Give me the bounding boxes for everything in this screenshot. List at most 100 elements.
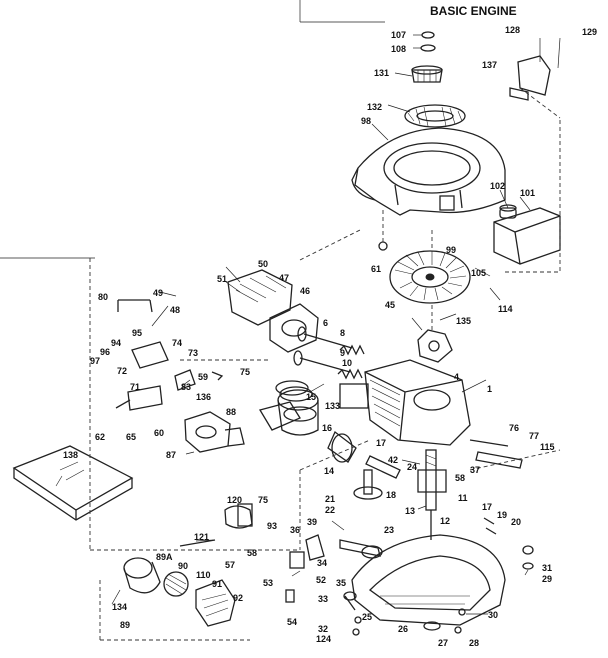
callout: 124 bbox=[316, 634, 331, 644]
callout: 102 bbox=[490, 181, 505, 191]
callout: 14 bbox=[324, 466, 334, 476]
flywheel bbox=[389, 250, 471, 304]
callout: 15 bbox=[306, 392, 316, 402]
callout: 105 bbox=[471, 268, 486, 278]
head-gasket bbox=[269, 303, 319, 353]
callout: 65 bbox=[126, 432, 136, 442]
callout: 36 bbox=[290, 525, 300, 535]
callout: 134 bbox=[112, 602, 127, 612]
callout: 61 bbox=[371, 264, 381, 274]
callout: 21 bbox=[325, 494, 335, 504]
callout: 136 bbox=[196, 392, 211, 402]
callout: 72 bbox=[117, 366, 127, 376]
callout: 13 bbox=[405, 506, 415, 516]
callout: 22 bbox=[325, 505, 335, 515]
callout: 77 bbox=[529, 431, 539, 441]
callout: 121 bbox=[194, 532, 209, 542]
rotating-screen bbox=[404, 104, 466, 128]
callout: 89A bbox=[156, 552, 173, 562]
callout: 115 bbox=[540, 442, 555, 452]
callout: 19 bbox=[497, 510, 507, 520]
fuel-tank bbox=[493, 204, 561, 265]
fuel-tank-bracket bbox=[509, 37, 561, 119]
callout: 47 bbox=[279, 273, 289, 283]
callout: 10 bbox=[342, 358, 352, 368]
callout: 42 bbox=[388, 455, 398, 465]
callout: 32 bbox=[318, 624, 328, 634]
callout: 9 bbox=[340, 348, 345, 358]
callout: 26 bbox=[398, 624, 408, 634]
callout: 45 bbox=[385, 300, 395, 310]
owners-manual bbox=[12, 445, 134, 521]
callout: 97 bbox=[90, 356, 100, 366]
callout: 110 bbox=[196, 570, 211, 580]
callout: 87 bbox=[166, 450, 176, 460]
callout: 49 bbox=[153, 288, 163, 298]
callout: 99 bbox=[446, 245, 456, 255]
callout: 50 bbox=[258, 259, 268, 269]
callout: 12 bbox=[440, 516, 450, 526]
callout: 24 bbox=[407, 462, 417, 472]
callout: 138 bbox=[63, 450, 78, 460]
callout: 1 bbox=[487, 384, 492, 394]
callout: 131 bbox=[374, 68, 389, 78]
callout: 59 bbox=[198, 372, 208, 382]
callout: 96 bbox=[100, 347, 110, 357]
callout: 34 bbox=[317, 558, 327, 568]
callout: 23 bbox=[384, 525, 394, 535]
screen-retainer bbox=[411, 65, 443, 83]
callout: 27 bbox=[438, 638, 448, 648]
callout: 73 bbox=[188, 348, 198, 358]
diagram-title: BASIC ENGINE bbox=[430, 4, 517, 18]
callout: 76 bbox=[509, 423, 519, 433]
callout: 129 bbox=[582, 27, 597, 37]
air-cleaner-cover bbox=[195, 579, 236, 627]
callout: 54 bbox=[287, 617, 297, 627]
callout: 93 bbox=[267, 521, 277, 531]
callout: 95 bbox=[132, 328, 142, 338]
hardware-small bbox=[285, 439, 534, 636]
callout: 6 bbox=[323, 318, 328, 328]
fuel-line bbox=[179, 539, 216, 547]
callout: 28 bbox=[469, 638, 479, 648]
callout: 92 bbox=[233, 593, 243, 603]
callout: 132 bbox=[367, 102, 382, 112]
callout: 71 bbox=[130, 382, 140, 392]
callout: 90 bbox=[178, 561, 188, 571]
leader-lines bbox=[111, 34, 531, 615]
air-cleaner-element bbox=[123, 557, 189, 597]
callout: 31 bbox=[542, 563, 552, 573]
callout: 52 bbox=[316, 575, 326, 585]
callout: 120 bbox=[227, 495, 242, 505]
cylinder-head bbox=[227, 269, 293, 326]
governor-linkage bbox=[115, 299, 196, 411]
ignition-module bbox=[417, 329, 453, 363]
callout: 62 bbox=[95, 432, 105, 442]
callout: 53 bbox=[263, 578, 273, 588]
assembly-guide-lines bbox=[89, 120, 561, 641]
callout: 46 bbox=[300, 286, 310, 296]
callout: 57 bbox=[225, 560, 235, 570]
callout: 8 bbox=[340, 328, 345, 338]
callout: 37 bbox=[470, 465, 480, 475]
piston bbox=[275, 380, 319, 436]
callout: 108 bbox=[391, 44, 406, 54]
cylinder-block bbox=[339, 359, 471, 446]
callout: 135 bbox=[456, 316, 471, 326]
callout: 89 bbox=[120, 620, 130, 630]
callout: 17 bbox=[482, 502, 492, 512]
camshaft bbox=[339, 469, 383, 559]
callout: 48 bbox=[170, 305, 180, 315]
callout: 17 bbox=[376, 438, 386, 448]
callout: 137 bbox=[482, 60, 497, 70]
callout: 4 bbox=[454, 372, 459, 382]
callout: 133 bbox=[325, 401, 340, 411]
muffler-shield bbox=[211, 371, 224, 381]
callout: 94 bbox=[111, 338, 121, 348]
callout: 29 bbox=[542, 574, 552, 584]
callout: 101 bbox=[520, 188, 535, 198]
fuel-filter bbox=[224, 503, 253, 529]
callout: 83 bbox=[181, 382, 191, 392]
carburetor bbox=[184, 411, 245, 453]
